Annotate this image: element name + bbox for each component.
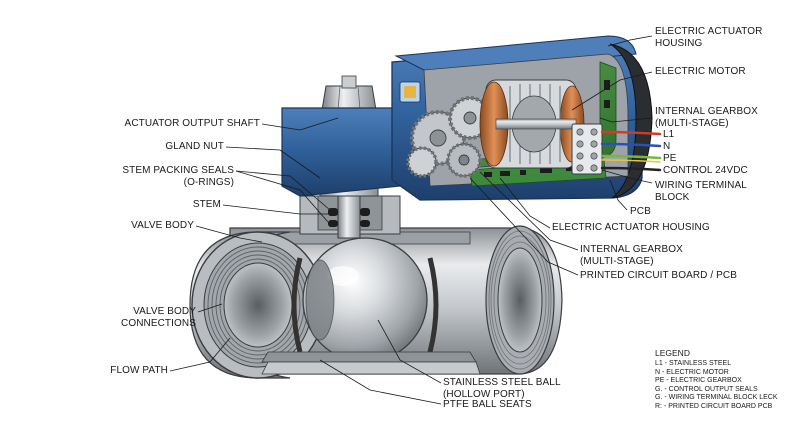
label-internal-gearbox-top: INTERNAL GEARBOX (MULTI-STAGE) [655,106,758,130]
label-wire-n: N [663,141,670,153]
label-flow-path: FLOW PATH [100,365,168,377]
legend-item: L1 - STAINLESS STEEL [655,360,778,369]
valve-body-group [190,226,562,378]
legend-title: LEGEND [655,348,778,359]
label-stem: STEM [150,199,221,211]
label-internal-gearbox-bottom: INTERNAL GEARBOX (MULTI-STAGE) [580,244,683,268]
motor-group [480,80,584,168]
label-printed-circuit-board: PRINTED CIRCUIT BOARD / PCB [580,270,737,282]
label-electric-actuator-housing-top: ELECTRIC ACTUATOR HOUSING [655,26,762,50]
label-valve-body-connections: VALVE BODY CONNECTIONS [94,306,196,330]
label-wiring-terminal-block: WIRING TERMINAL BLOCK [655,180,747,204]
legend-item: PE - ELECTRIC GEARBOX [655,377,778,386]
label-electric-actuator-housing: ELECTRIC ACTUATOR HOUSING [552,222,710,234]
label-stainless-steel-ball: STAINLESS STEEL BALL (HOLLOW PORT) [443,377,561,401]
label-wire-pe: PE [663,153,677,165]
legend-item: G. - CONTROL OUTPUT SEALS [655,386,778,395]
label-stem-packing-seals: STEM PACKING SEALS (O-RINGS) [102,165,234,189]
legend-item: G. - WIRING TERMINAL BLOCK LECK [655,394,778,403]
label-pcb: PCB [630,206,651,218]
label-wire-l1: L1 [663,129,674,141]
legend-item: R: - PRINTED CIRCUIT BOARD PCB [655,403,778,412]
label-wire-control: CONTROL 24VDC [663,165,748,177]
label-ptfe-ball-seats: PTFE BALL SEATS [443,399,532,411]
label-actuator-output-shaft: ACTUATOR OUTPUT SHAFT [92,118,260,130]
legend: LEGEND L1 - STAINLESS STEEL N - ELECTRIC… [655,348,778,412]
legend-item: N - ELECTRIC MOTOR [655,369,778,378]
label-electric-motor: ELECTRIC MOTOR [655,66,746,78]
label-valve-body: VALVE BODY [110,220,194,232]
label-gland-nut: GLAND NUT [120,141,224,153]
